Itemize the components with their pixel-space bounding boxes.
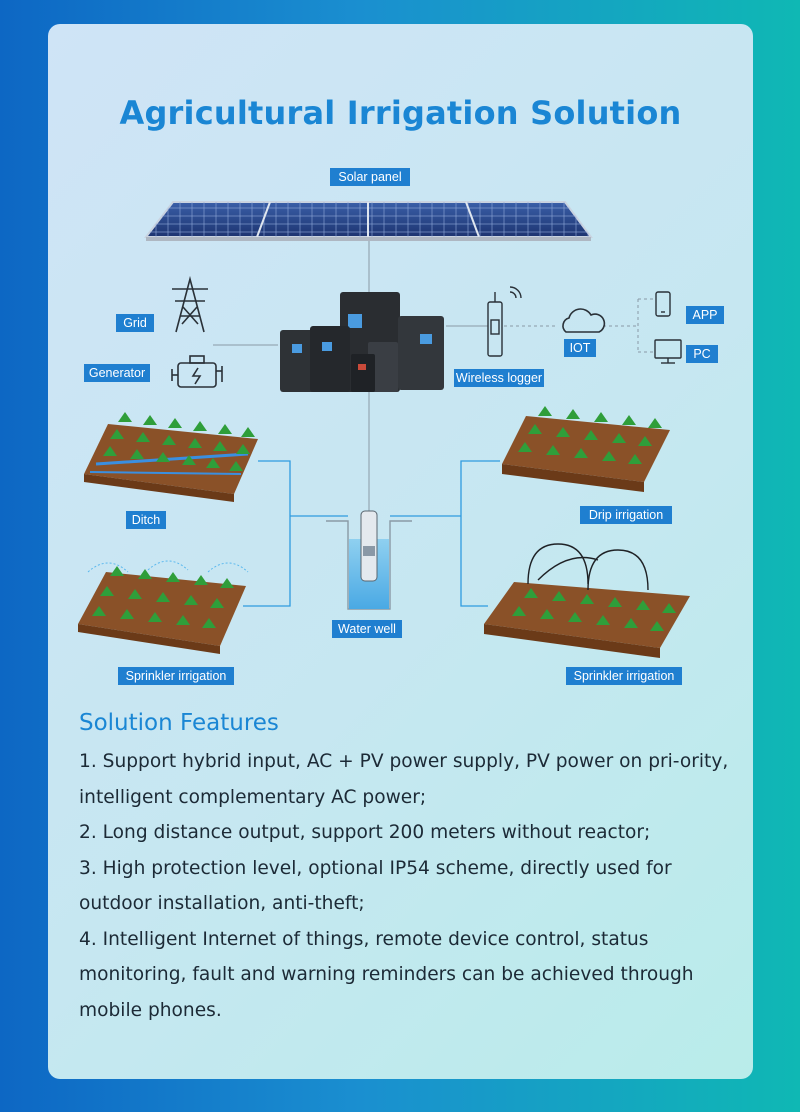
features-heading: Solution Features (79, 710, 279, 736)
feature-item: 2. Long distance output, support 200 met… (79, 822, 651, 843)
monitor-icon (654, 339, 682, 364)
well-pump-icon (326, 510, 412, 610)
svg-text:Sprinkler irrigation: Sprinkler irrigation (574, 669, 675, 683)
svg-text:Generator: Generator (89, 366, 145, 380)
phone-icon (655, 291, 671, 317)
features-list: 1. Support hybrid input, AC + PV power s… (79, 744, 729, 1028)
grid-tower-icon (172, 275, 208, 333)
drip-field-icon (502, 406, 670, 492)
inverter-icon (280, 292, 444, 392)
svg-text:APP: APP (692, 308, 717, 322)
svg-text:Grid: Grid (123, 316, 147, 330)
connection-lines (213, 236, 654, 519)
wireless-logger-label: Wireless logger (454, 369, 544, 387)
wireless-logger-icon (487, 286, 522, 357)
page-title: Agricultural Irrigation Solution (119, 94, 682, 132)
svg-text:Solar panel: Solar panel (338, 170, 401, 184)
solution-card: Agricultural Irrigation Solution (48, 24, 753, 1079)
app-label: APP (686, 306, 724, 324)
sprinkler-field-right-icon (484, 543, 690, 658)
water-well-label: Water well (332, 620, 402, 638)
svg-text:Sprinkler irrigation: Sprinkler irrigation (126, 669, 227, 683)
feature-item: 4. Intelligent Internet of things, remot… (79, 928, 694, 1021)
plant-rows (103, 412, 255, 471)
solar-panel-label: Solar panel (330, 168, 410, 186)
grid-label: Grid (116, 314, 154, 332)
cloud-icon (562, 308, 606, 333)
svg-text:IOT: IOT (570, 341, 591, 355)
sprinkler-left-label: Sprinkler irrigation (118, 667, 234, 685)
svg-text:Water well: Water well (338, 622, 396, 636)
ditch-field-icon (84, 412, 258, 502)
pc-label: PC (686, 345, 718, 363)
svg-text:Drip irrigation: Drip irrigation (589, 508, 663, 522)
iot-label: IOT (564, 339, 596, 357)
generator-engine-icon (171, 355, 223, 388)
feature-item: 3. High protection level, optional IP54 … (79, 857, 672, 915)
water-pipes (243, 460, 500, 607)
drip-label: Drip irrigation (580, 506, 672, 524)
feature-item: 1. Support hybrid input, AC + PV power s… (79, 751, 729, 808)
svg-text:PC: PC (693, 347, 710, 361)
sprinkler-field-left-icon (78, 560, 249, 654)
irrigation-diagram: Solar panel Grid Generator (78, 168, 724, 685)
solar-panel-icon (143, 201, 593, 241)
svg-text:Ditch: Ditch (132, 513, 161, 527)
generator-label: Generator (84, 364, 150, 382)
svg-text:Wireless logger: Wireless logger (456, 371, 542, 385)
sprinkler-right-label: Sprinkler irrigation (566, 667, 682, 685)
ditch-label: Ditch (126, 511, 166, 529)
